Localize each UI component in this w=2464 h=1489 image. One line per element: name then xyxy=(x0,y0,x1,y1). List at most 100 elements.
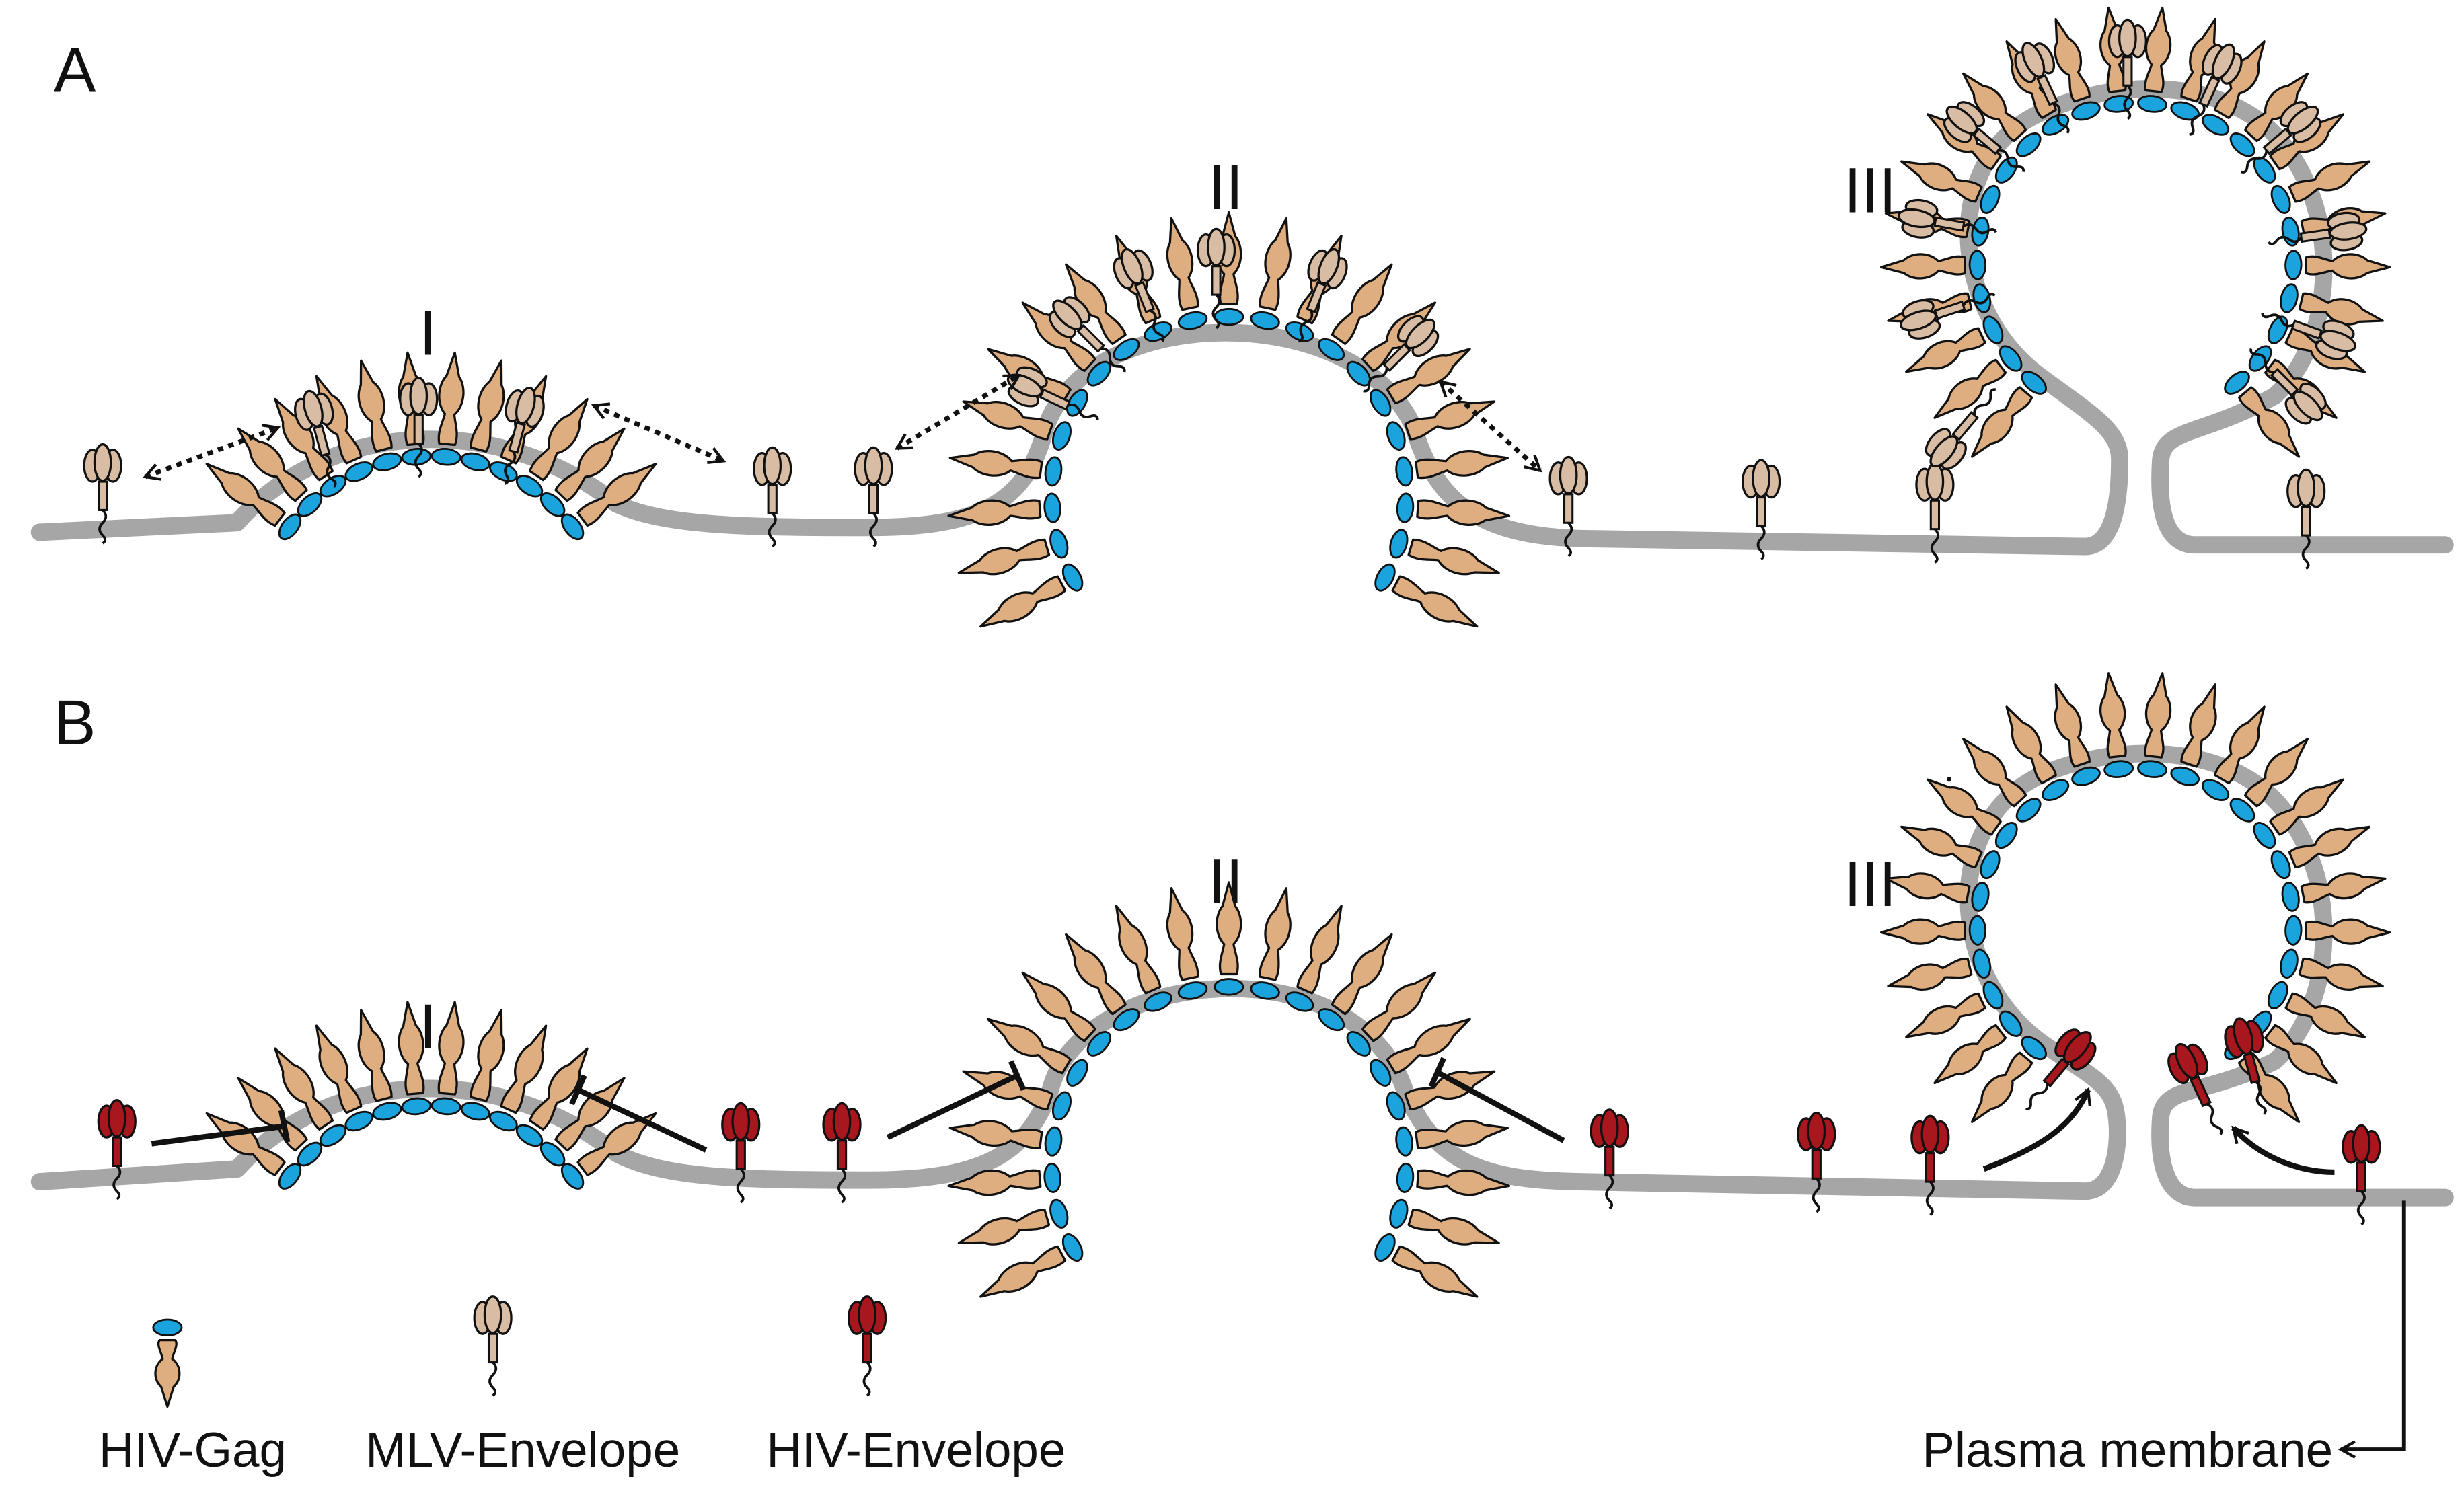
panel-a-diffusion-arrows xyxy=(142,373,1542,481)
gag-molecule xyxy=(2099,672,2134,778)
gag-molecule xyxy=(957,529,1069,576)
gag-molecule xyxy=(2253,113,2345,184)
mlv-envelope-icon xyxy=(2189,43,2243,137)
gag-molecule xyxy=(2137,672,2172,778)
diffusion-arrow xyxy=(894,373,1022,451)
gag-molecule xyxy=(460,359,505,471)
hiv-envelope-icon xyxy=(1797,1111,1836,1213)
gag-molecule xyxy=(1396,1162,1511,1196)
gag-molecule xyxy=(1905,981,2004,1038)
gag-molecule xyxy=(2054,17,2101,121)
mlv-envelope-icon xyxy=(2014,42,2070,134)
gag-molecule xyxy=(2253,778,2345,849)
gag-molecule xyxy=(2280,948,2384,991)
gag-molecule xyxy=(2281,872,2387,912)
panel-a-mlv-envelopes xyxy=(83,18,2368,570)
gag-molecule xyxy=(237,1077,323,1167)
legend-gag-label: HIV-Gag xyxy=(99,1423,287,1478)
gag-molecule xyxy=(2267,981,2366,1038)
gag-molecule xyxy=(2280,283,2384,326)
mlv-envelope-icon xyxy=(1897,198,1997,239)
gag-molecule xyxy=(947,1162,1061,1196)
legend-hiv-envelope-icon xyxy=(847,1295,887,1397)
gag-molecule xyxy=(979,1233,1084,1298)
gag-molecule xyxy=(1318,933,1393,1032)
gag-molecule xyxy=(489,1024,548,1132)
inhibition-line xyxy=(886,1060,1026,1140)
legend-hiv-envelope-label: HIV-Envelope xyxy=(766,1423,1066,1478)
panel-a-stage-2-label: II xyxy=(1208,152,1243,223)
gag-molecule xyxy=(1933,1010,2023,1085)
gag-molecule xyxy=(948,1120,1063,1157)
gag-molecule xyxy=(1900,160,2001,214)
mlv-envelope-icon xyxy=(1196,227,1236,330)
mlv-envelope-icon xyxy=(2107,18,2147,120)
mlv-envelope-icon xyxy=(2261,313,2356,360)
gag-molecule xyxy=(1318,263,1393,361)
incorporation-arrow xyxy=(1982,1087,2091,1172)
mlv-envelope-icon xyxy=(1548,455,1588,558)
mlv-envelope-icon xyxy=(753,446,792,548)
gag-molecule xyxy=(1962,738,2042,823)
inhibition-line xyxy=(569,1074,708,1153)
gag-molecule xyxy=(515,1047,589,1147)
gag-molecule xyxy=(2005,705,2070,801)
gag-molecule xyxy=(1962,72,2042,157)
gag-molecule xyxy=(1395,1120,1509,1157)
panel-b-incorporation-arrows xyxy=(1982,1087,2335,1176)
legend-mlv-envelope-label: MLV-Envelope xyxy=(365,1423,680,1478)
gag-molecule xyxy=(431,351,465,466)
mlv-envelope-icon xyxy=(1298,247,1348,343)
diffusion-arrow xyxy=(1438,379,1542,473)
gag-molecule xyxy=(357,1009,402,1121)
panel-a-gag-shell-2 xyxy=(947,211,1511,628)
gag-molecule xyxy=(2229,72,2309,157)
gag-molecule xyxy=(1369,1018,1471,1087)
gag-molecule xyxy=(979,563,1084,628)
gag-molecule xyxy=(948,450,1063,487)
gag-molecule xyxy=(2137,6,2172,113)
legend: HIV-Gag MLV-Envelope HIV-Envelope Plasma… xyxy=(99,1200,2406,1478)
gag-molecule xyxy=(1970,371,2047,458)
membrane-pointer-arrow xyxy=(2338,1200,2406,1459)
panel-b-stage-3-label: III xyxy=(1844,849,1896,919)
gag-molecule xyxy=(1346,971,1437,1057)
gag-molecule xyxy=(1065,933,1140,1032)
inhibition-line xyxy=(1428,1057,1565,1143)
hiv-envelope-icon xyxy=(97,1099,137,1200)
gag-molecule xyxy=(398,1001,432,1116)
mlv-envelope-icon xyxy=(504,387,545,485)
gag-molecule xyxy=(2224,371,2301,458)
gag-molecule xyxy=(2284,250,2391,280)
gag-molecule xyxy=(1374,1233,1479,1298)
gag-molecule xyxy=(1933,345,2023,419)
panel-b-inhibition-lines xyxy=(151,1057,1565,1153)
gag-molecule xyxy=(1021,301,1111,387)
diffusion-arrow xyxy=(142,424,281,481)
gag-molecule xyxy=(1389,529,1500,576)
gag-molecule xyxy=(357,359,402,471)
gag-molecule xyxy=(1374,563,1479,628)
inhibition-line xyxy=(151,1110,291,1147)
gag-molecule xyxy=(1905,315,2004,373)
gag-molecule xyxy=(947,492,1061,526)
mlv-envelope-icon xyxy=(1741,459,1781,560)
gag-molecule xyxy=(515,397,589,498)
legend-mlv-envelope-icon xyxy=(473,1295,513,1397)
mlv-envelope-icon xyxy=(83,443,122,545)
panel-b: B I II III xyxy=(30,672,2454,1298)
gag-molecule xyxy=(1021,971,1111,1057)
hiv-envelope-icon xyxy=(1590,1108,1629,1210)
gag-molecule xyxy=(1927,778,2018,849)
gag-molecule xyxy=(2170,17,2217,121)
incorporation-arrow xyxy=(2231,1125,2335,1176)
gag-molecule xyxy=(2270,825,2371,880)
gag-molecule xyxy=(957,1198,1069,1246)
gag-molecule xyxy=(274,397,347,498)
gag-molecule xyxy=(560,463,657,541)
legend-membrane-label: Plasma membrane xyxy=(1922,1423,2333,1478)
mlv-envelope-icon xyxy=(1113,247,1165,342)
gag-molecule xyxy=(2229,738,2309,823)
gag-molecule xyxy=(2170,683,2217,786)
